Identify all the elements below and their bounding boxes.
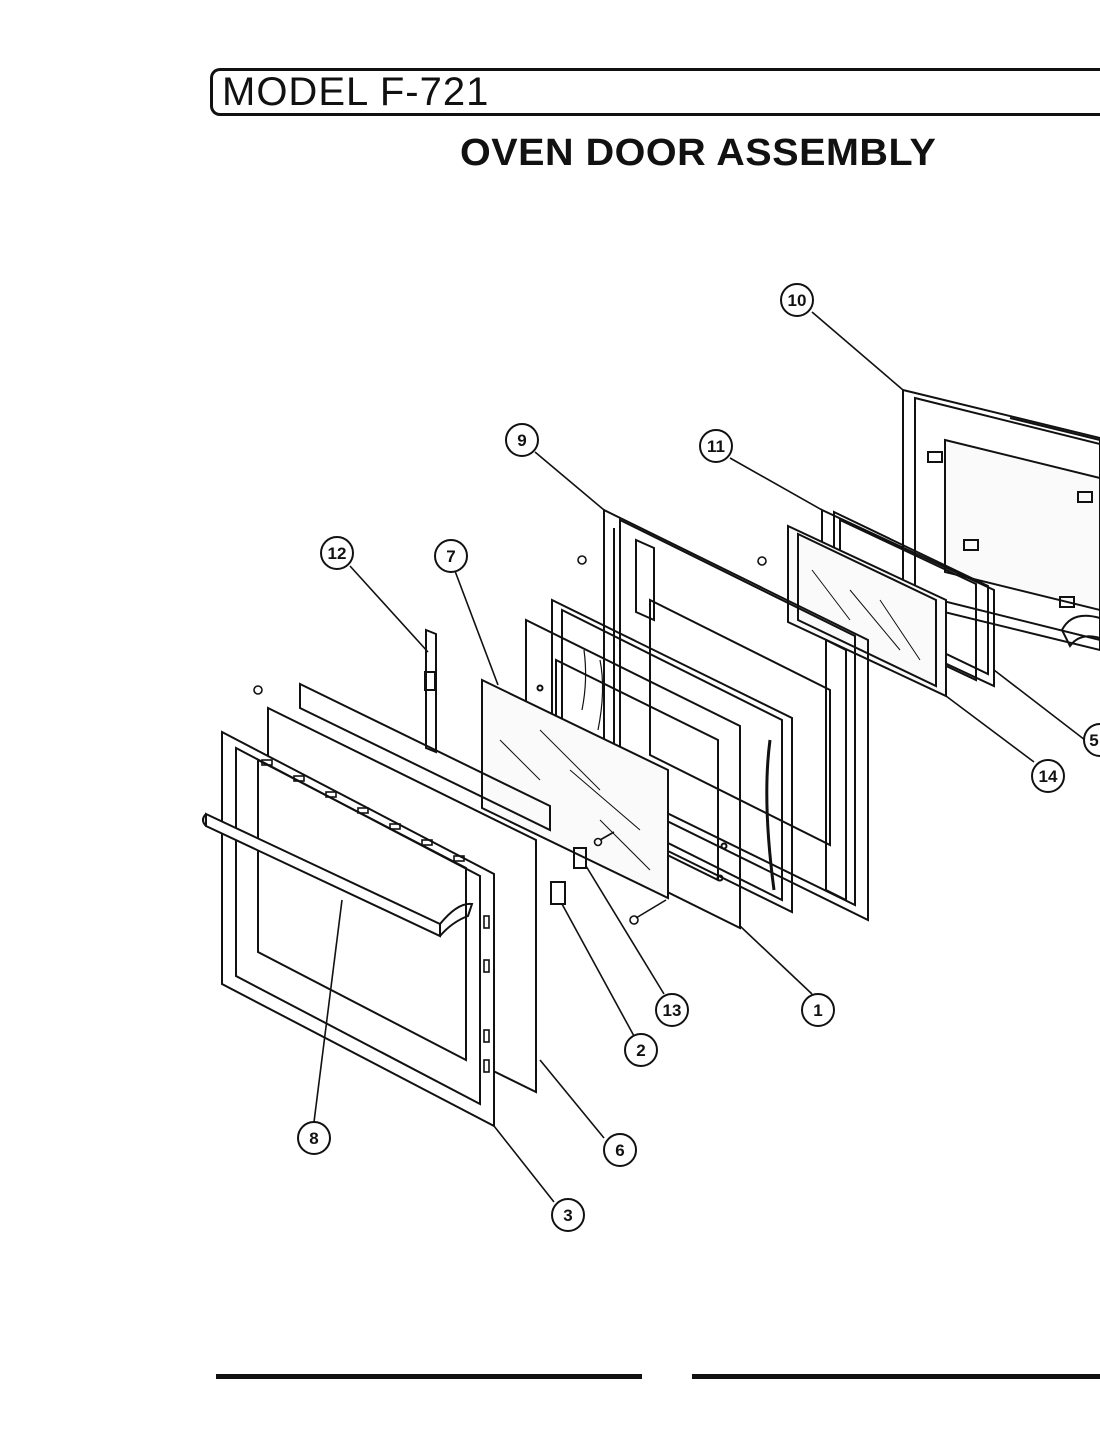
screws	[253, 555, 767, 925]
callout-1: 1	[801, 993, 835, 1027]
callout-3: 3	[551, 1198, 585, 1232]
part-7-door-glass	[481, 678, 669, 900]
callout-2: 2	[624, 1033, 658, 1067]
svg-text:12: 12	[328, 544, 347, 563]
model-label-frame	[210, 68, 1100, 116]
callout-8: 8	[297, 1121, 331, 1155]
callouts: 10 9 11 12 7 14 5 13	[297, 283, 1100, 1232]
part-8-handle	[202, 812, 474, 938]
part-12-hinge	[424, 628, 437, 754]
svg-text:11: 11	[707, 437, 725, 456]
svg-text:2: 2	[636, 1041, 645, 1060]
model-label: MODEL F-721	[222, 70, 490, 114]
svg-text:9: 9	[517, 431, 526, 450]
svg-text:3: 3	[563, 1206, 572, 1225]
callout-5: 5	[1083, 723, 1100, 757]
part-9-inner-frame	[603, 508, 869, 922]
callout-10: 10	[780, 283, 814, 317]
svg-text:8: 8	[309, 1129, 318, 1148]
svg-text:6: 6	[615, 1141, 624, 1160]
callout-11: 11	[699, 429, 733, 463]
svg-text:14: 14	[1039, 767, 1058, 786]
callout-6: 6	[603, 1133, 637, 1167]
svg-text:7: 7	[446, 547, 455, 566]
part-14-inner-glass	[787, 524, 947, 698]
part-13-bracket	[573, 847, 587, 869]
callout-14: 14	[1031, 759, 1065, 793]
part-10-rear-liner	[902, 388, 1100, 652]
footer-rule-right	[692, 1374, 1100, 1379]
svg-text:1: 1	[813, 1001, 822, 1020]
part-3-outer-frame	[221, 730, 495, 1128]
callout-13: 13	[655, 993, 689, 1027]
svg-text:13: 13	[663, 1001, 682, 1020]
leader-lines	[313, 311, 1086, 1203]
part-2-bracket	[550, 881, 566, 905]
callout-7: 7	[434, 539, 468, 573]
svg-text:5: 5	[1089, 731, 1098, 750]
callout-12: 12	[320, 536, 354, 570]
page-title: OVEN DOOR ASSEMBLY	[460, 132, 937, 174]
footer-rule-left	[216, 1374, 642, 1379]
svg-text:10: 10	[788, 291, 807, 310]
callout-9: 9	[505, 423, 539, 457]
